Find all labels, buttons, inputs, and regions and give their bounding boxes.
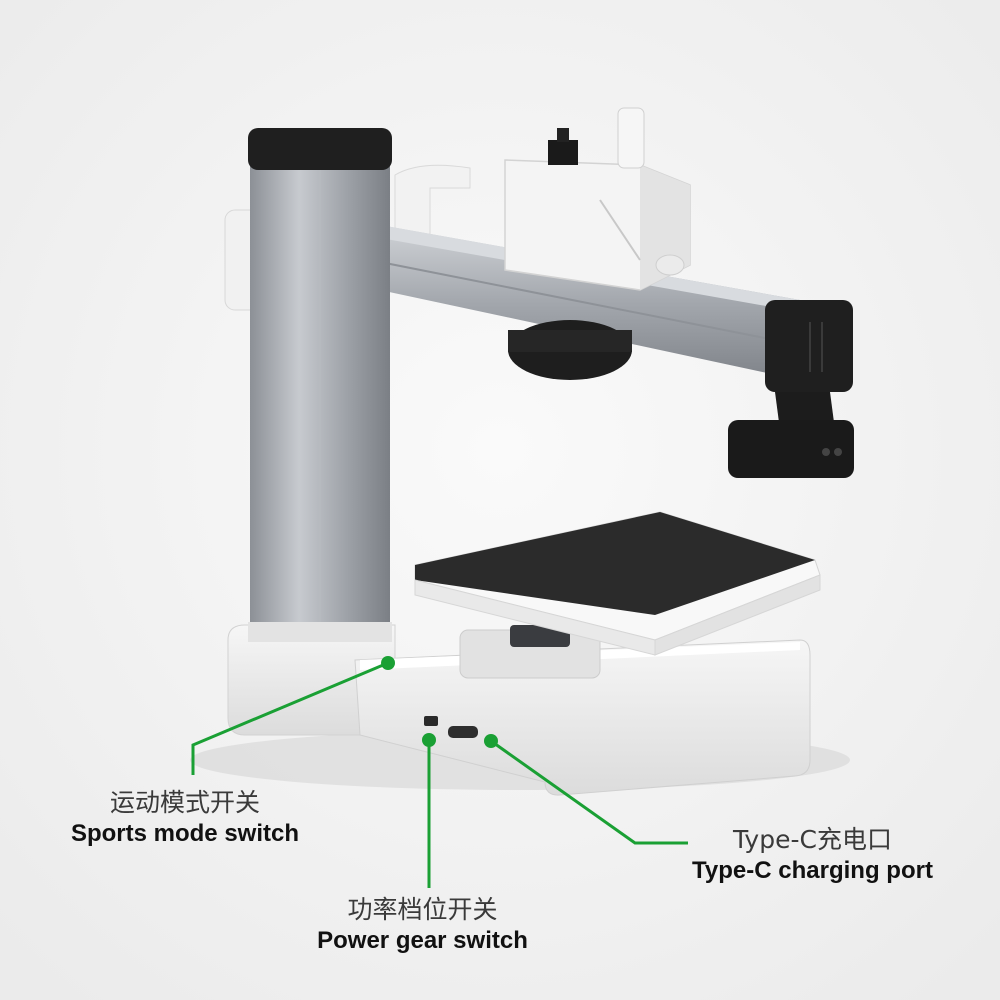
- work-plate: [414, 511, 821, 656]
- sports-mode-label-zh: 运动模式开关: [109, 788, 260, 817]
- callout-power-gear: [422, 733, 436, 888]
- sports-mode-label-en: Sports mode switch: [70, 820, 300, 847]
- power-gear-label-en: Power gear switch: [317, 927, 528, 954]
- power-gear-label: 功率档位开关 Power gear switch: [300, 895, 545, 957]
- laser-head: [504, 107, 691, 380]
- type-c-label: Type-C充电口 Type-C charging port: [670, 825, 955, 887]
- vertical-column: [248, 128, 392, 642]
- beam-end-cap: [728, 300, 854, 478]
- callout-sports-mode: [191, 656, 395, 775]
- sports-mode-label: 运动模式开关 Sports mode switch: [55, 788, 315, 850]
- power-gear-label-zh: 功率档位开关: [347, 895, 498, 924]
- type-c-port: [448, 726, 478, 738]
- type-c-label-zh: Type-C充电口: [733, 825, 892, 854]
- callout-type-c: [484, 734, 688, 845]
- type-c-label-en: Type-C charging port: [692, 857, 933, 884]
- printer-base: [227, 624, 811, 796]
- power-gear-switch-slot: [424, 716, 438, 726]
